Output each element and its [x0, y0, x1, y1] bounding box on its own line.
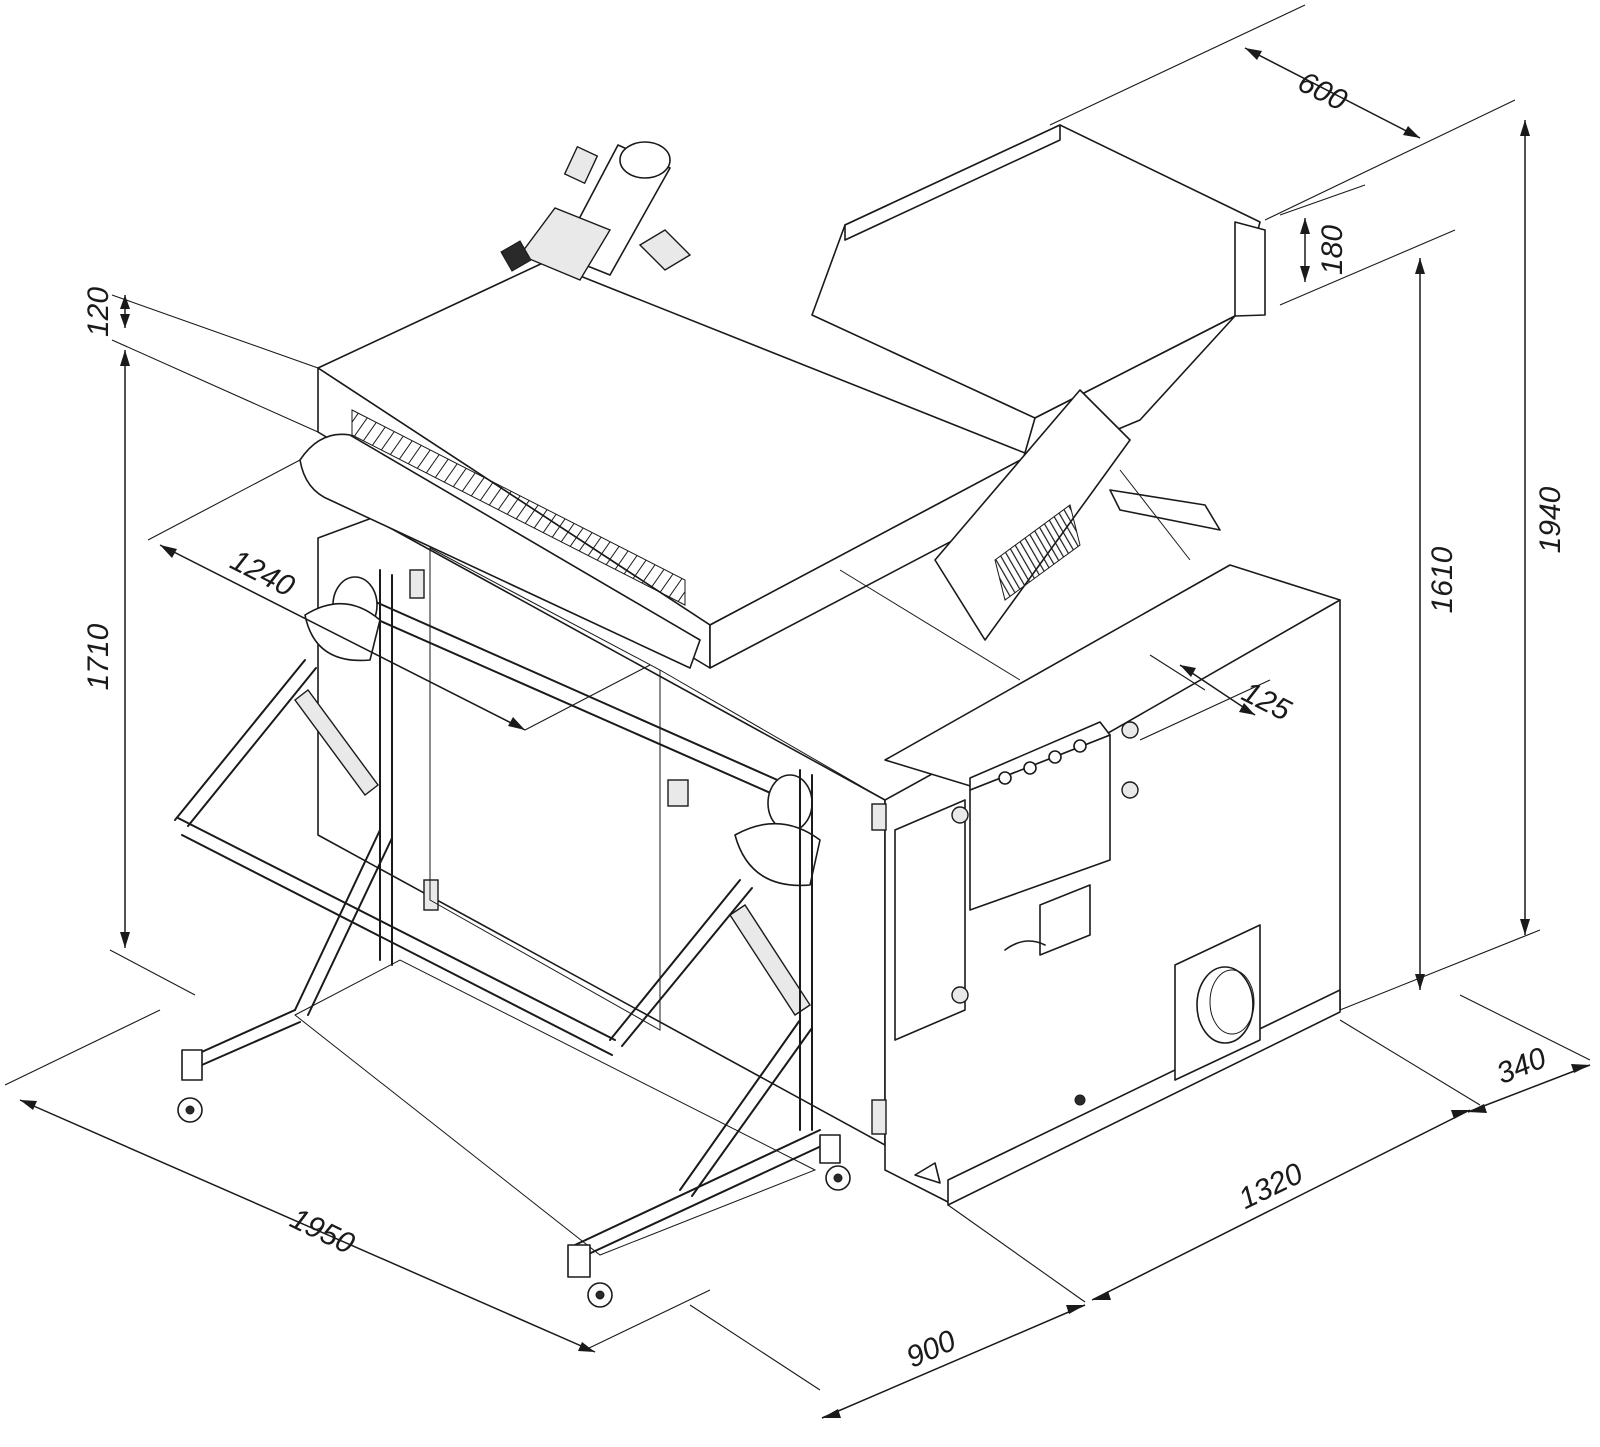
base-leg-left [194, 1009, 296, 1056]
dim-label-1320: 1320 [1234, 1157, 1309, 1216]
suction-panel [934, 389, 1131, 641]
chute-right-face [1234, 221, 1266, 317]
side-door-panel [894, 799, 966, 1041]
dim-label-1710: 1710 [82, 623, 115, 690]
upper-hood [299, 124, 1266, 681]
side-knob-door [951, 806, 969, 824]
door-hinge-top [871, 803, 887, 831]
roller-guard-right [734, 822, 821, 887]
front-door-frame [429, 547, 661, 1031]
label-plate [1039, 884, 1091, 956]
chute-front [844, 124, 1061, 241]
lower-crossbar [177, 817, 616, 1041]
hand-slot [1004, 940, 1046, 951]
pneumatic-cylinder-left [294, 689, 379, 796]
dim-label-1240: 1240 [225, 544, 300, 604]
dim-label-1950: 1950 [285, 1202, 360, 1261]
cone-foot [914, 1162, 941, 1184]
brace-right [679, 1019, 801, 1191]
hood-ventilation-slats [351, 409, 686, 606]
swing-arm-right [609, 879, 741, 1041]
roller-bar-top [359, 594, 801, 791]
drive-motor [500, 141, 692, 281]
chute-top [811, 124, 1261, 419]
door-hinge-bottom [871, 1099, 887, 1135]
door-hinge-upper-left [409, 569, 425, 599]
caster-left [177, 1049, 203, 1123]
hood-curved-guard [299, 433, 701, 669]
cabinet-top [884, 564, 1341, 796]
dim-label-1940: 1940 [1534, 486, 1567, 553]
side-knob-door-low [951, 986, 969, 1004]
suction-grille [994, 504, 1081, 601]
grounding-bolt [1074, 1094, 1086, 1106]
control-buttons [998, 739, 1087, 785]
duct-outlet [1196, 966, 1254, 1044]
door-hinge-mid [423, 879, 439, 911]
caster-front [567, 1244, 613, 1308]
brace-left [294, 829, 381, 1011]
side-knob-lower [1121, 781, 1139, 799]
machine-body [317, 517, 1341, 1206]
door-handle [667, 779, 689, 807]
side-flap [1109, 489, 1221, 531]
dim-label-900: 900 [902, 1324, 961, 1375]
dim-label-1610: 1610 [1426, 546, 1459, 613]
dimension-lines [4, 4, 1591, 1419]
swing-arm-left [174, 659, 306, 821]
side-knob-upper [1121, 721, 1139, 739]
roller-end-disc-right [767, 774, 813, 832]
dim-label-600: 600 [1293, 65, 1353, 117]
dim-label-180: 180 [1316, 225, 1349, 275]
roller-guard-left [304, 602, 381, 662]
pneumatic-cylinder-right [729, 904, 811, 1016]
dimension-labels: 600 180 1940 1610 120 1710 1240 125 340 … [82, 65, 1567, 1374]
caster-right [819, 1134, 851, 1191]
base-frame-rails [294, 959, 817, 1256]
dim-label-120: 120 [82, 287, 115, 337]
